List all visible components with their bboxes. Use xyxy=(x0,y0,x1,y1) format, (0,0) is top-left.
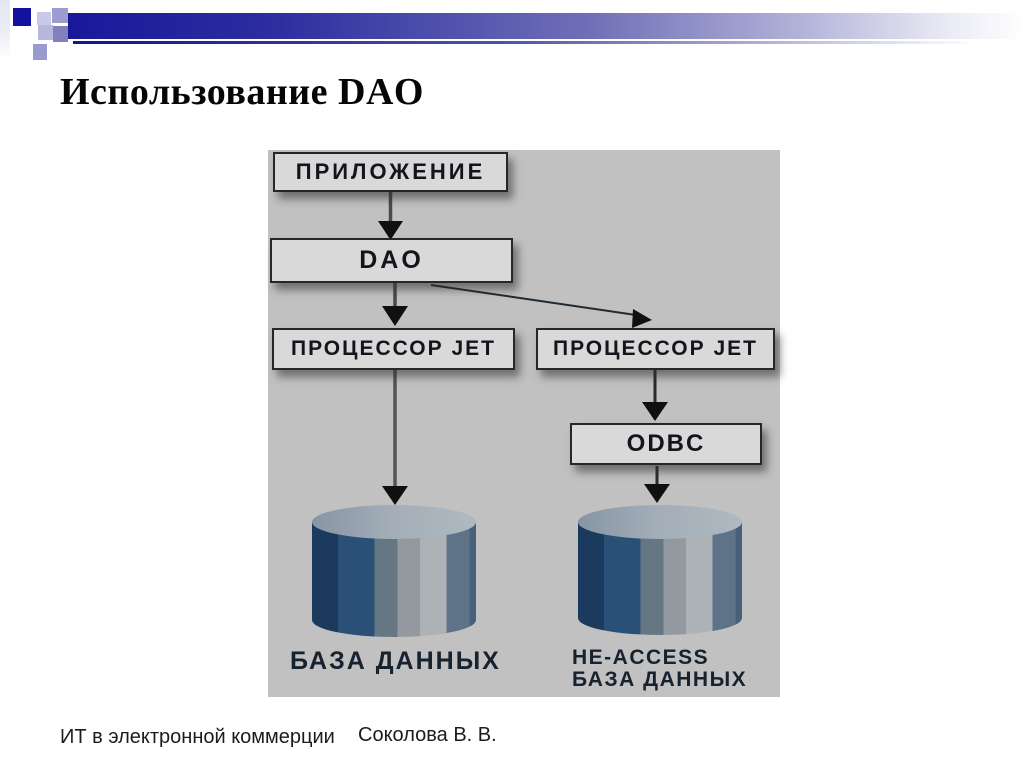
arrow-odbc-to-database xyxy=(644,466,670,503)
header-gradient-bar xyxy=(68,13,1024,39)
diagram-connectors xyxy=(312,192,742,637)
footer-author: Соколова В. В. xyxy=(358,724,497,746)
slide-title: Использование DAO xyxy=(60,71,424,113)
header-square-medium xyxy=(52,8,68,23)
header-underline xyxy=(73,41,1024,44)
label-database-left: БАЗА ДАННЫХ xyxy=(290,647,501,675)
database-cylinder-right xyxy=(578,505,742,635)
arrow-dao-to-jet-right xyxy=(430,284,652,328)
arrow-dao-to-jet-left xyxy=(382,283,408,326)
node-jet-processor-right: ПРОЦЕССОР JET xyxy=(536,328,775,370)
node-application: ПРИЛОЖЕНИЕ xyxy=(273,152,508,192)
header-square-dark-lavender xyxy=(53,26,68,42)
label-database-right-line2: БАЗА ДАННЫХ xyxy=(572,668,748,691)
arrow-jet-right-to-odbc xyxy=(642,370,668,421)
diagram-panel: ПРИЛОЖЕНИЕ DAO ПРОЦЕССОР JET ПРОЦЕССОР J… xyxy=(268,150,780,697)
footer-course-name: ИТ в электронной коммерции xyxy=(60,726,335,748)
database-cylinder-left xyxy=(312,505,476,637)
label-database-right-line1: НЕ-ACCESS xyxy=(572,646,710,669)
node-jet-processor-left: ПРОЦЕССОР JET xyxy=(272,328,515,370)
header-square-navy xyxy=(13,8,31,26)
arrow-jet-left-to-database xyxy=(382,370,408,505)
header-square-medium-2 xyxy=(33,44,47,60)
header-left-strip xyxy=(0,0,10,57)
label-database-right: НЕ-ACCESS БАЗА ДАННЫХ xyxy=(572,647,747,691)
header-square-light-2 xyxy=(38,25,53,40)
arrow-application-to-dao xyxy=(378,192,403,240)
header-square-light xyxy=(37,12,51,25)
node-odbc: ODBC xyxy=(570,423,762,465)
node-dao: DAO xyxy=(270,238,513,283)
